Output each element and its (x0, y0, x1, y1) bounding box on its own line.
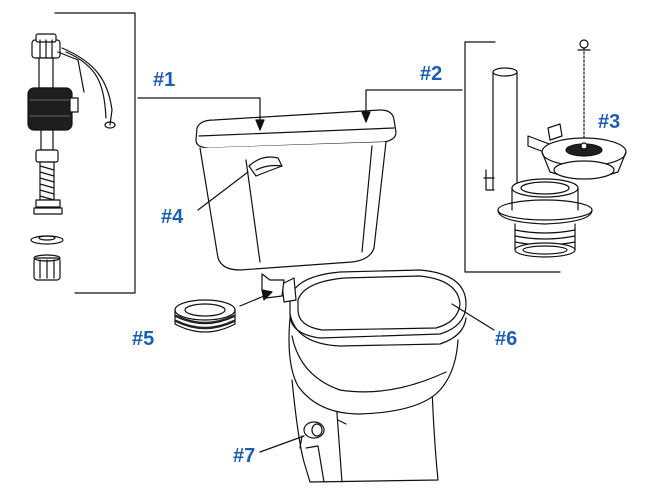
fill-valve-illustration (27, 12, 136, 294)
leader-line-1 (137, 97, 261, 123)
toilet-bowl (261, 269, 467, 483)
bolt-cap (303, 421, 325, 439)
leader-line-2 (365, 89, 463, 115)
toilet-seat (289, 269, 467, 339)
leader-line-6 (451, 303, 495, 331)
callout-wax-ring: #7 (233, 445, 256, 467)
leader-line-5 (239, 295, 265, 307)
flush-valve-illustration (464, 41, 593, 273)
callout-flush-valve: #2 (420, 63, 443, 85)
callout-fill-valve: #1 (153, 69, 176, 91)
callout-gasket: #5 (132, 328, 155, 350)
flush-valve-bracket (464, 41, 561, 273)
callout-trip-lever: #4 (161, 206, 184, 228)
tank-to-bowl-gasket-illustration (174, 299, 236, 333)
flapper-illustration (527, 39, 627, 180)
fill-valve-float (27, 87, 73, 131)
callout-flapper: #3 (598, 111, 621, 133)
fill-valve-bracket (54, 12, 136, 294)
leader-line-7 (259, 435, 305, 453)
tank-lid (195, 109, 397, 149)
leader-lines (137, 89, 495, 453)
callout-seat: #6 (495, 328, 518, 350)
toilet-tank (195, 109, 397, 271)
leader-line-4 (197, 171, 249, 211)
